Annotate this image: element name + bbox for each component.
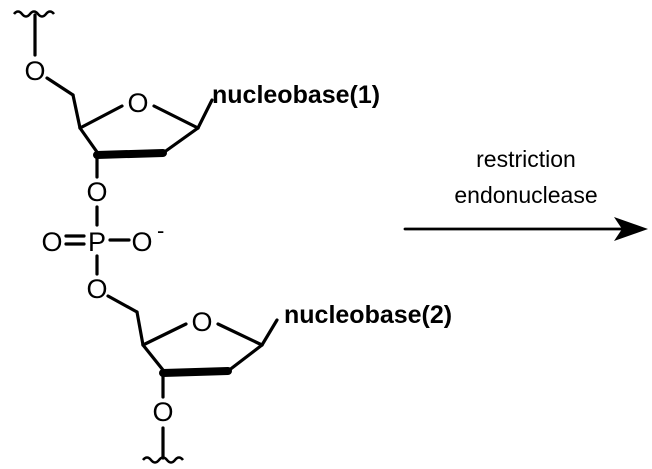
atom-o-bottom: O xyxy=(152,397,173,427)
bond-c4-o-ring1 xyxy=(78,104,124,130)
bond-o-ring1-c1 xyxy=(152,104,200,130)
bond-c3-c2-2-wedge xyxy=(159,367,232,377)
bond-c1-base2 xyxy=(260,318,279,347)
atom-o-ring1: O xyxy=(127,88,148,118)
reagent-label-line1: restriction xyxy=(476,146,576,172)
bond-c2-c1-1 xyxy=(161,126,200,155)
chain-break-top xyxy=(12,10,56,18)
bond-c2-c1-2 xyxy=(226,343,264,373)
bond-ch2-c4-2 xyxy=(135,310,145,347)
bond-o5prime-ch2 xyxy=(106,294,139,314)
atom-phosphorus: P xyxy=(88,227,106,257)
atom-o-top: O xyxy=(24,56,45,86)
atom-o-ring2: O xyxy=(191,307,212,337)
label-nucleobase-2: nucleobase(2) xyxy=(284,301,452,329)
anion-charge: - xyxy=(157,218,164,243)
bond-c4-c3-2 xyxy=(141,343,165,372)
label-nucleobase-1: nucleobase(1) xyxy=(212,81,380,109)
atom-o-3prime: O xyxy=(86,177,107,207)
chain-break-bottom xyxy=(141,456,185,464)
bond-c3-c2-1-wedge xyxy=(93,149,167,159)
atom-o-double: O xyxy=(41,227,62,257)
bond-o-top-ch2 xyxy=(45,76,75,97)
bond-c4-c3-1 xyxy=(78,126,99,154)
bond-ch2-c4-1 xyxy=(71,93,82,130)
reaction-arrow-head xyxy=(614,217,648,241)
atom-o-5prime: O xyxy=(86,274,107,304)
bond-c1-base1 xyxy=(196,98,214,130)
reagent-label-line2: endonuclease xyxy=(454,182,597,208)
bond-o-ring2-c1 xyxy=(216,322,264,347)
atom-o-anion: O xyxy=(131,227,152,257)
bond-c4-o-ring2 xyxy=(141,322,188,347)
